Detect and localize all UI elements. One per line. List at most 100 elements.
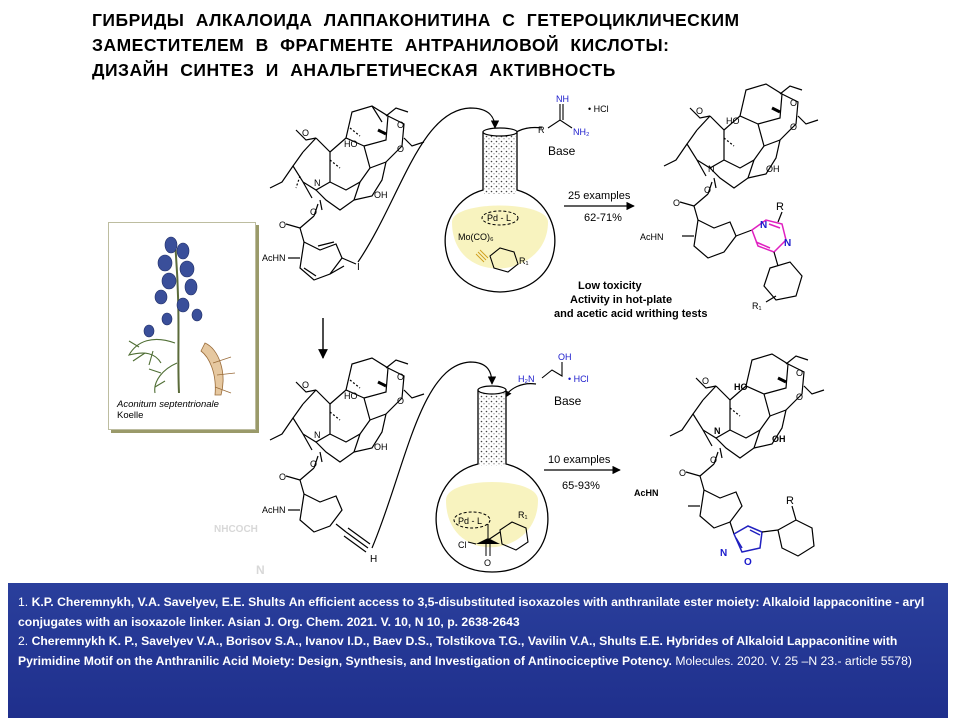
hydroxylamine-h2n: H₂N [518, 374, 535, 384]
isoxazole-phenyl-bond [761, 529, 779, 533]
aconitum-plant-card: Aconitum septentrionale Koelle [108, 222, 256, 430]
start-top-carbonyl-o: O [279, 220, 286, 230]
product-top-methoxy-o2: O [790, 98, 797, 108]
top-aryl-r1: R₁ [519, 256, 529, 266]
start-bottom-achn: AcHN [262, 505, 286, 515]
pyrimidine-aryl-r1: R₁ [752, 301, 762, 311]
note-hot-plate: Activity in hot-plate [570, 294, 672, 306]
product-top-ester-o: O [704, 185, 711, 195]
product-top-carbonyl-o: O [673, 198, 680, 208]
bottom-base-label: Base [554, 394, 582, 408]
product-bottom-methoxy-o1: O [702, 376, 709, 386]
isoxazole-ring [733, 525, 763, 553]
isoxazole-o: O [744, 557, 752, 568]
start-top-methoxy-o: O [302, 128, 309, 138]
reagent-arrow-bottom [503, 383, 537, 399]
product-bottom-ester-o: O [710, 455, 717, 465]
bottom-examples: 10 examples [548, 454, 611, 466]
pyrimidine-ring [751, 219, 787, 253]
isoxazole-n: N [720, 548, 727, 559]
curve-arrow-top [357, 107, 500, 263]
acyl-chloride-o: O [484, 558, 491, 568]
product-top-methoxy-o1: O [696, 106, 703, 116]
start-top-ho-label: HO [344, 139, 358, 149]
aconitum-illustration [127, 236, 236, 396]
start-top-ester-o: O [310, 207, 317, 217]
product-bottom-methoxy-o2: O [796, 368, 803, 378]
ghost-nhcoch-text: NHCOCH [214, 524, 258, 535]
plant-species: Aconitum septentrionale [117, 399, 219, 410]
pyrimidine-product-core [663, 83, 819, 303]
note-low-toxicity: Low toxicity [578, 280, 642, 292]
amidine-hcl: • HCl [588, 104, 609, 114]
product-bottom-methoxy-o3: O [796, 392, 803, 402]
amidine-nh2: NH₂ [573, 127, 590, 137]
acyl-chloride-cl: Cl [458, 540, 467, 550]
top-base-label: Base [548, 144, 576, 158]
flask-bottom [435, 385, 549, 573]
pyrimidine-r: R [776, 201, 784, 213]
start-top-methoxy-o2: O [397, 120, 404, 130]
references-panel: 1. K.P. Cheremnykh, V.A. Savelyev, E.E. … [8, 583, 948, 718]
start-bottom-methoxy-o: O [302, 380, 309, 390]
start-bottom-ho-label: HO [344, 391, 358, 401]
start-top-n-label: N [314, 178, 321, 188]
amidine-r: R [538, 125, 545, 135]
start-top-oh-label: OH [374, 190, 388, 200]
reference-2: 2. Cheremnykh K. P., Savelyev V.A., Bori… [18, 634, 912, 668]
top-yield: 62-71% [584, 212, 622, 224]
start-bottom-methoxy-o2: O [397, 372, 404, 382]
bottom-yield: 65-93% [562, 480, 600, 492]
lappaconitine-alkyne-start [269, 357, 425, 553]
amidine-nh: NH [556, 94, 569, 104]
bottom-aryl-r1: R₁ [518, 510, 528, 520]
title-line-1: ГИБРИДЫ АЛКАЛОИДА ЛАППАКОНИТИНА С ГЕТЕРО… [92, 10, 740, 30]
product-bottom-oh-label: OH [772, 434, 786, 444]
product-top-n-label: N [708, 164, 715, 174]
reference-1: 1. K.P. Cheremnykh, V.A. Savelyev, E.E. … [18, 595, 925, 629]
product-top-achn: AcHN [640, 232, 664, 242]
isoxazole-product-r: R [786, 495, 794, 507]
hydroxylamine-reagent [541, 362, 563, 379]
start-bottom-ester-o: O [310, 459, 317, 469]
plant-author: Koelle [117, 410, 144, 421]
start-bottom-methoxy-o3: O [397, 396, 404, 406]
note-writhing: and acetic acid writhing tests [554, 308, 707, 320]
product-bottom-carbonyl-o: O [679, 468, 686, 478]
lappaconitine-iodo-start [269, 105, 425, 211]
product-bottom-ho-label: HO [734, 382, 748, 392]
isoxazole-product-core [669, 353, 825, 557]
start-bottom-n-label: N [314, 430, 321, 440]
start-bottom-carbonyl-o: O [279, 472, 286, 482]
ghost-n-text: N [256, 563, 265, 577]
reference-2-journal: Molecules. 2020. V. 25 –N 23.- article 5… [675, 653, 912, 668]
pyrimidine-n1: N [760, 220, 767, 231]
pyrimidine-n2: N [784, 238, 791, 249]
title-line-2: ЗАМЕСТИТЕЛЕМ В ФРАГМЕНТЕ АНТРАНИЛОВОЙ КИ… [92, 35, 670, 55]
hydroxylamine-hcl: • HCl [568, 374, 589, 384]
flask-top [444, 127, 556, 293]
product-bottom-achn: AcHN [634, 488, 659, 498]
plant-caption: Aconitum septentrionale Koelle [117, 399, 219, 421]
start-iodine: I [357, 262, 360, 273]
product-bottom-n-label: N [714, 426, 721, 436]
curve-arrow-bottom [371, 361, 497, 549]
reference-1-title: An efficient access to 3,5-disubstituted… [18, 595, 925, 629]
product-top-methoxy-o3: O [790, 122, 797, 132]
amidine-reagent [547, 104, 573, 129]
alkyne-terminal-h: H [370, 554, 377, 565]
hydroxylamine-oh: OH [558, 352, 572, 362]
title-line-3: ДИЗАЙН СИНТЕЗ И АНАЛЬГЕТИЧЕСКАЯ АКТИВНОС… [92, 60, 616, 80]
start-top-achn: AcHN [262, 253, 286, 263]
reaction-scheme: N HO OH O O O O O AcHN I [214, 83, 825, 577]
start-top-methoxy-o3: O [397, 144, 404, 154]
slide-title: ГИБРИДЫ АЛКАЛОИДА ЛАППАКОНИТИНА С ГЕТЕРО… [92, 8, 892, 83]
bottom-catalyst-label: Pd - L [458, 516, 482, 526]
start-bottom-oh-label: OH [374, 442, 388, 452]
product-top-ho-label: HO [726, 116, 740, 126]
top-catalyst-label: Pd - L [487, 213, 511, 223]
mo-co-label: Mo(CO)₆ [458, 232, 494, 242]
top-examples: 25 examples [568, 190, 631, 202]
anthranilate-iodo-ring [285, 203, 357, 281]
pyrimidine-phenyl-bond [773, 251, 779, 267]
